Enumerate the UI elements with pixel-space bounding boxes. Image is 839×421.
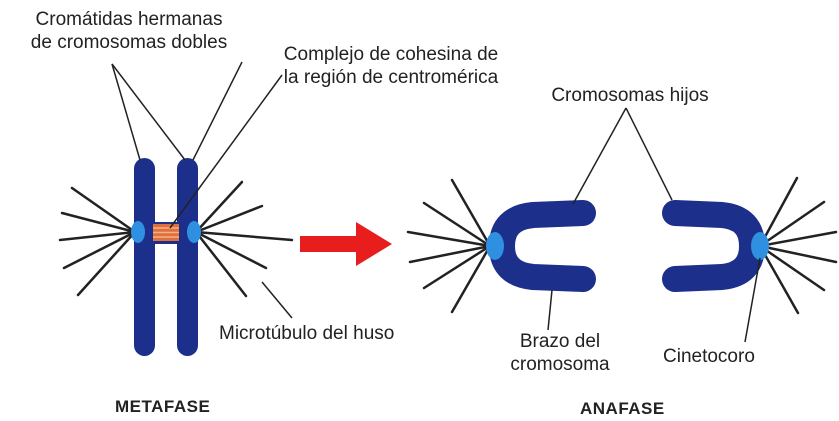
kinetochore	[486, 232, 504, 260]
spindle-microtubule	[194, 180, 244, 234]
spindle-microtubule	[194, 230, 294, 242]
kinetochore-left	[131, 221, 145, 243]
spindle-microtubule	[60, 211, 137, 234]
cohesin-complex	[153, 224, 179, 241]
daughter-chromosome-right	[662, 200, 769, 292]
spindle-microtubule	[450, 178, 492, 248]
daughter-chromosome-left	[486, 200, 596, 292]
spindle-microtubule	[408, 244, 492, 264]
spindle-microtubule	[194, 230, 268, 270]
spindle-microtubule	[758, 244, 800, 315]
spindle-microtubule	[194, 204, 264, 234]
spindle-microtubule	[58, 230, 137, 242]
daughter-chromosomes-label: Cromosomas hijos	[551, 85, 709, 106]
anaphase-left-spindle	[406, 178, 492, 314]
spindle-microtubule	[406, 230, 492, 248]
cohesin-label-line2: la región de centromérica	[283, 67, 499, 88]
kinetochore-right	[187, 221, 201, 243]
kinetochore-label: Cinetocoro	[663, 346, 755, 367]
metaphase-left-spindle	[58, 186, 137, 297]
spindle-microtubule	[422, 244, 492, 290]
anaphase-right-spindle	[758, 176, 838, 315]
spindle-microtubule	[758, 244, 838, 264]
cohesin-label: Complejo de cohesina de la región de cen…	[262, 43, 520, 89]
spindle-microtubule	[70, 186, 137, 234]
left-chromatid	[134, 158, 155, 356]
anaphase-title: ANAFASE	[580, 399, 665, 418]
spindle-microtubule	[758, 176, 799, 248]
spindle-microtubule	[422, 201, 492, 248]
sister-chromatids-label-line2: de cromosomas dobles	[30, 32, 228, 53]
spindle-microtubule	[76, 230, 137, 297]
spindle-microtubule	[194, 230, 248, 298]
cohesin-label-line1: Complejo de cohesina de	[283, 44, 499, 65]
leader-line-kinetochore	[744, 257, 761, 343]
right-chromatid	[177, 158, 198, 356]
leader-line-microtubule	[261, 281, 293, 319]
spindle-microtubule	[758, 200, 826, 248]
chromosome-arm	[488, 200, 596, 292]
chromosome-arm-label-line2: cromosoma	[510, 354, 610, 375]
sister-chromatids-label-line1: Cromátidas hermanas	[35, 9, 223, 30]
metaphase-title: METAFASE	[115, 397, 211, 416]
kinetochore	[751, 232, 769, 260]
spindle-microtubule	[758, 230, 838, 248]
chromosome-arm-label-line1: Brazo del	[519, 331, 601, 352]
spindle-microtubule-label: Microtúbulo del huso	[219, 323, 395, 344]
spindle-microtubule	[758, 244, 826, 292]
chromosome-arm-label: Brazo del cromosoma	[500, 330, 620, 376]
sister-chromatids-label: Cromátidas hermanas de cromosomas dobles	[16, 8, 242, 54]
metaphase-chromosome	[131, 158, 201, 356]
spindle-microtubule	[450, 244, 492, 314]
leader-line-chromosome-arm	[547, 289, 553, 331]
spindle-microtubule	[62, 230, 137, 270]
leader-lines-sister-chromatids	[111, 61, 243, 161]
leader-lines-daughter-chromosomes	[572, 107, 673, 205]
chromosome-arm	[662, 200, 766, 292]
leader-line-cohesin	[169, 74, 283, 229]
metaphase-right-spindle	[194, 180, 294, 298]
arrow-icon	[300, 222, 392, 266]
